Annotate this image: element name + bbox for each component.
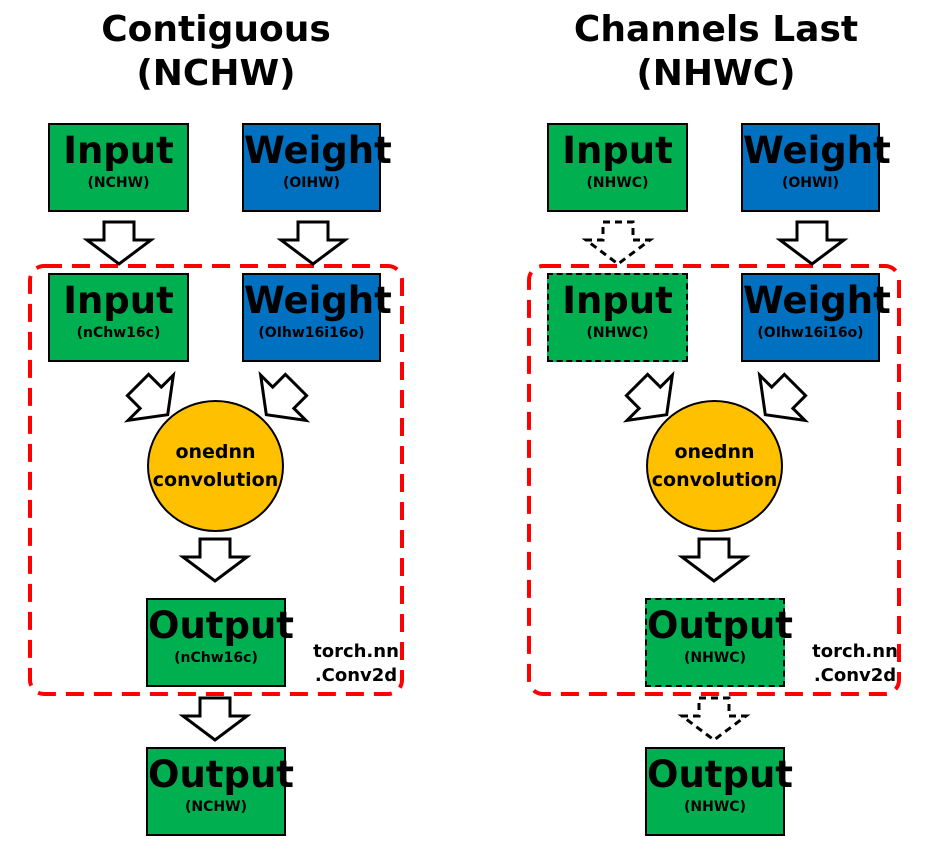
left-output-format: (NCHW) xyxy=(185,799,247,815)
left-inner-input-format: (nChw16c) xyxy=(76,325,161,341)
left-input-label: Input xyxy=(63,129,174,172)
left-output-label: Output xyxy=(148,753,294,796)
right-output-label: Output xyxy=(647,753,793,796)
right-output-node: Output (NHWC) xyxy=(645,747,793,836)
right-weight-label: Weight xyxy=(743,129,891,172)
left-title: Contiguous (NCHW) xyxy=(60,8,372,96)
right-title-text: Channels Last (NHWC) xyxy=(573,9,859,94)
left-weight-node: Weight (OIHW) xyxy=(242,123,392,212)
right-inner-output-label: Output xyxy=(647,604,793,647)
left-title-text: Contiguous (NCHW) xyxy=(101,9,331,94)
right-inner-weight-label: Weight xyxy=(743,279,891,322)
right-inner-input-format: (NHWC) xyxy=(586,325,649,341)
left-input-arrow xyxy=(85,220,153,266)
right-conv-to-output-arrow xyxy=(680,537,748,583)
left-inner-output-node: Output (nChw16c) xyxy=(146,598,294,687)
left-inner-weight-format: (OIhw16i16o) xyxy=(258,325,365,341)
right-output-arrow xyxy=(680,696,748,742)
right-output-format: (NHWC) xyxy=(684,799,746,815)
left-input-node: Input (NCHW) xyxy=(48,123,189,212)
left-input-format: (NCHW) xyxy=(87,175,150,191)
left-inner-weight-node: Weight (OIhw16i16o) xyxy=(242,273,392,362)
left-inner-weight-label: Weight xyxy=(244,279,392,322)
left-weight-label: Weight xyxy=(244,129,392,172)
left-module-text: torch.nn .Conv2d xyxy=(313,641,399,686)
right-title: Channels Last (NHWC) xyxy=(556,8,876,96)
left-conv-label: onednn convolution xyxy=(152,441,279,491)
right-module-text: torch.nn .Conv2d xyxy=(812,641,898,686)
right-module-label: torch.nn .Conv2d xyxy=(805,640,905,688)
left-module-boundary xyxy=(28,264,404,696)
right-inner-weight-format: (OIhw16i16o) xyxy=(757,325,864,341)
left-conv-to-output-arrow xyxy=(181,537,249,583)
right-input-format: (NHWC) xyxy=(586,175,649,191)
left-inner-output-format: (nChw16c) xyxy=(174,650,258,666)
right-input-arrow xyxy=(584,220,652,266)
right-input-label: Input xyxy=(562,129,673,172)
left-inner-input-node: Input (nChw16c) xyxy=(48,273,189,362)
right-inner-input-node: Input (NHWC) xyxy=(547,273,688,362)
right-weight-format: (OHWI) xyxy=(781,175,840,191)
right-conv-node: onednn convolution xyxy=(646,400,783,532)
left-weight-arrow xyxy=(279,220,347,266)
left-weight-format: (OIHW) xyxy=(282,175,341,191)
right-inner-input-label: Input xyxy=(562,279,673,322)
left-output-arrow xyxy=(181,696,249,742)
right-input-node: Input (NHWC) xyxy=(547,123,688,212)
right-conv-label: onednn convolution xyxy=(651,441,778,491)
right-inner-output-format: (NHWC) xyxy=(684,650,746,666)
left-output-node: Output (NCHW) xyxy=(146,747,294,836)
left-inner-output-label: Output xyxy=(148,604,294,647)
right-inner-output-node: Output (NHWC) xyxy=(645,598,793,687)
left-module-label: torch.nn .Conv2d xyxy=(306,640,406,688)
left-conv-node: onednn convolution xyxy=(147,400,284,532)
right-module-boundary xyxy=(527,264,901,696)
right-inner-weight-node: Weight (OIhw16i16o) xyxy=(741,273,891,362)
left-inner-input-label: Input xyxy=(63,279,174,322)
right-weight-arrow xyxy=(778,220,846,266)
right-weight-node: Weight (OHWI) xyxy=(741,123,891,212)
